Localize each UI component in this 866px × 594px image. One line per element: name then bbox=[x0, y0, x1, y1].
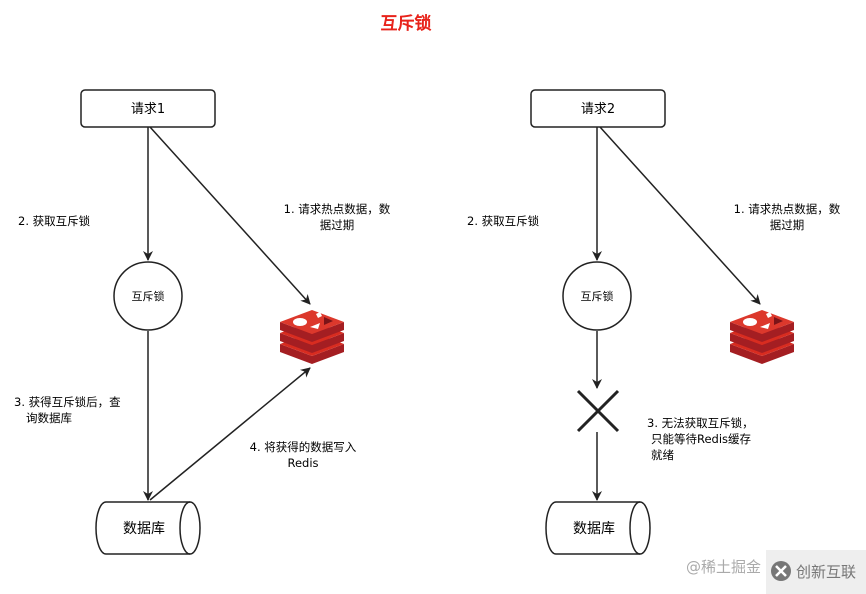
request1-box bbox=[80, 89, 216, 128]
lock-node-right-label: 互斥锁 bbox=[581, 289, 614, 303]
diagram-title: 互斥锁 bbox=[381, 13, 432, 34]
request2-box bbox=[530, 89, 666, 128]
lock-node-right bbox=[562, 261, 632, 331]
lock-node-left-label: 互斥锁 bbox=[132, 289, 165, 303]
request2-label: 请求2 bbox=[581, 102, 615, 117]
right-step3: 3. 无法获取互斥锁，只能等待Redis缓存就绪 bbox=[647, 416, 754, 462]
right-flow bbox=[592, 126, 761, 501]
database-left-label: 数据库 bbox=[123, 521, 165, 537]
request1-label: 请求1 bbox=[131, 102, 165, 117]
blocked-x-icon bbox=[576, 389, 620, 433]
left-step2: 2. 获取互斥锁 bbox=[18, 214, 91, 228]
juejin-watermark: @稀土掘金 bbox=[686, 558, 761, 576]
left-step1: 1. 请求热点数据，数据过期 bbox=[284, 202, 391, 232]
lock-node-left bbox=[113, 261, 183, 331]
database-right bbox=[545, 501, 651, 555]
right-step1: 1. 请求热点数据，数据过期 bbox=[734, 202, 841, 232]
redis-icon-right bbox=[730, 310, 794, 364]
left-step3: 3. 获得互斥锁后，查询数据库 bbox=[14, 395, 121, 425]
left-flow bbox=[143, 126, 311, 501]
logo-watermark: 创新互联 bbox=[796, 563, 856, 581]
redis-icon bbox=[280, 310, 344, 364]
database-left bbox=[95, 501, 201, 555]
right-step2: 2. 获取互斥锁 bbox=[467, 214, 540, 228]
database-right-label: 数据库 bbox=[573, 521, 615, 537]
